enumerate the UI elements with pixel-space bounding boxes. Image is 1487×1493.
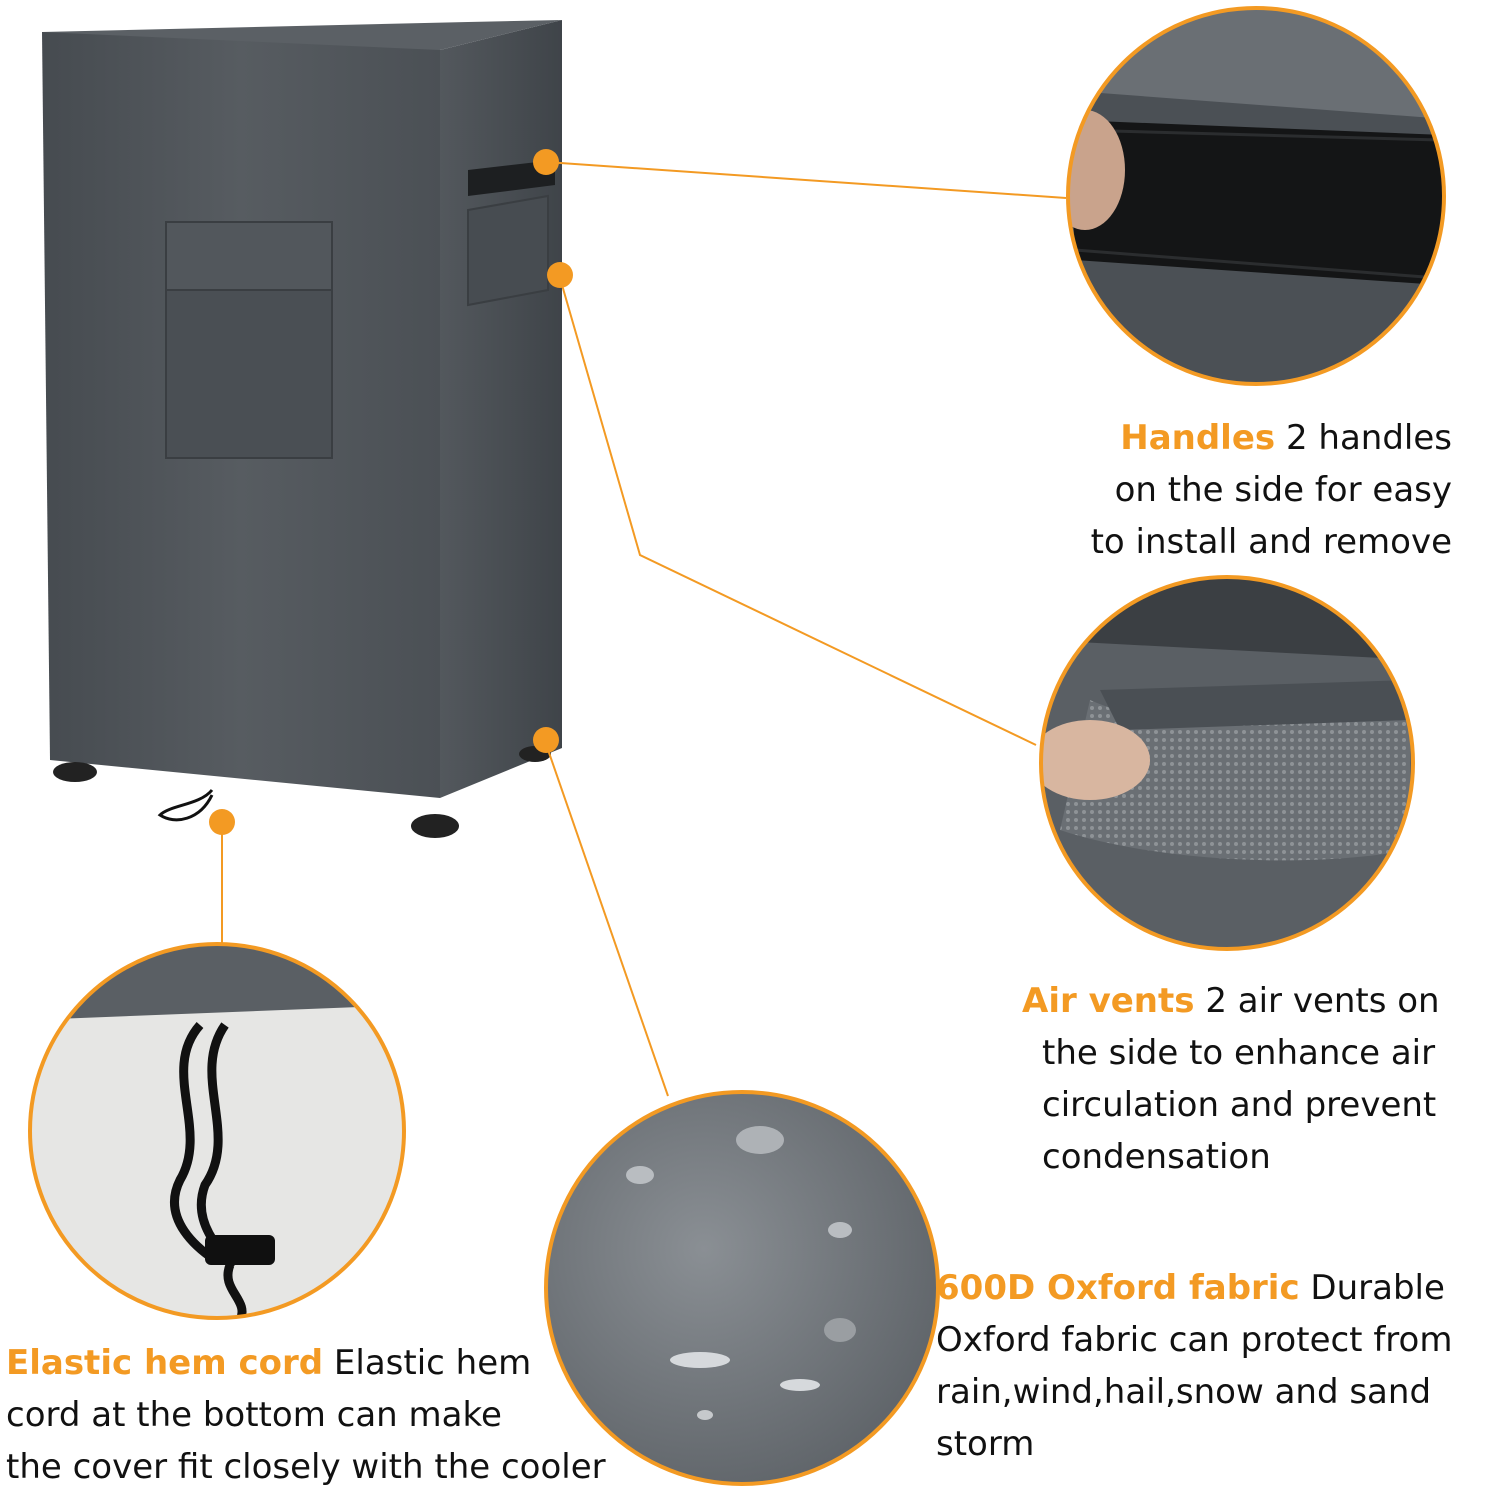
- hem-cord-title: Elastic hem cord: [6, 1343, 324, 1383]
- handles-line-1: 2 handles: [1285, 418, 1452, 458]
- hem-cord-line-1: Elastic hem: [333, 1343, 532, 1383]
- fabric-caption: 600D Oxford fabric Durable Oxford fabric…: [936, 1262, 1484, 1470]
- cord-detail-circle: [28, 942, 406, 1320]
- handles-line-3: to install and remove: [1090, 522, 1452, 562]
- handles-line-2: on the side for easy: [1114, 470, 1452, 510]
- vent-detail-circle: [1039, 575, 1415, 951]
- air-vents-caption: Air vents 2 air vents on the side to enh…: [1022, 975, 1482, 1183]
- fabric-line-3: rain,wind,hail,snow and sand: [936, 1372, 1432, 1412]
- fabric-title: 600D Oxford fabric: [936, 1268, 1300, 1308]
- fabric-detail-circle: [544, 1090, 940, 1486]
- hem-cord-line-2: cord at the bottom can make: [6, 1395, 502, 1435]
- air-vents-line-4: condensation: [1042, 1137, 1271, 1177]
- fabric-line-4: storm: [936, 1424, 1035, 1464]
- air-vents-line-3: circulation and prevent: [1042, 1085, 1437, 1125]
- air-vents-line-1: 2 air vents on: [1205, 981, 1440, 1021]
- air-vents-title: Air vents: [1022, 981, 1195, 1021]
- callout-lines: [221, 161, 1067, 1097]
- handles-title: Handles: [1120, 418, 1276, 458]
- cooler-cover: [42, 20, 562, 838]
- fabric-line-2: Oxford fabric can protect from: [936, 1320, 1453, 1360]
- fabric-line-1: Durable: [1310, 1268, 1445, 1308]
- hem-cord-caption: Elastic hem cord Elastic hem cord at the…: [6, 1337, 646, 1493]
- handles-caption: Handles 2 handles on the side for easy t…: [1020, 412, 1452, 568]
- handle-detail-circle: [1066, 6, 1446, 386]
- air-vents-line-2: the side to enhance air: [1042, 1033, 1436, 1073]
- hem-cord-line-3: the cover fit closely with the cooler: [6, 1447, 606, 1487]
- callout-dots: [209, 149, 573, 835]
